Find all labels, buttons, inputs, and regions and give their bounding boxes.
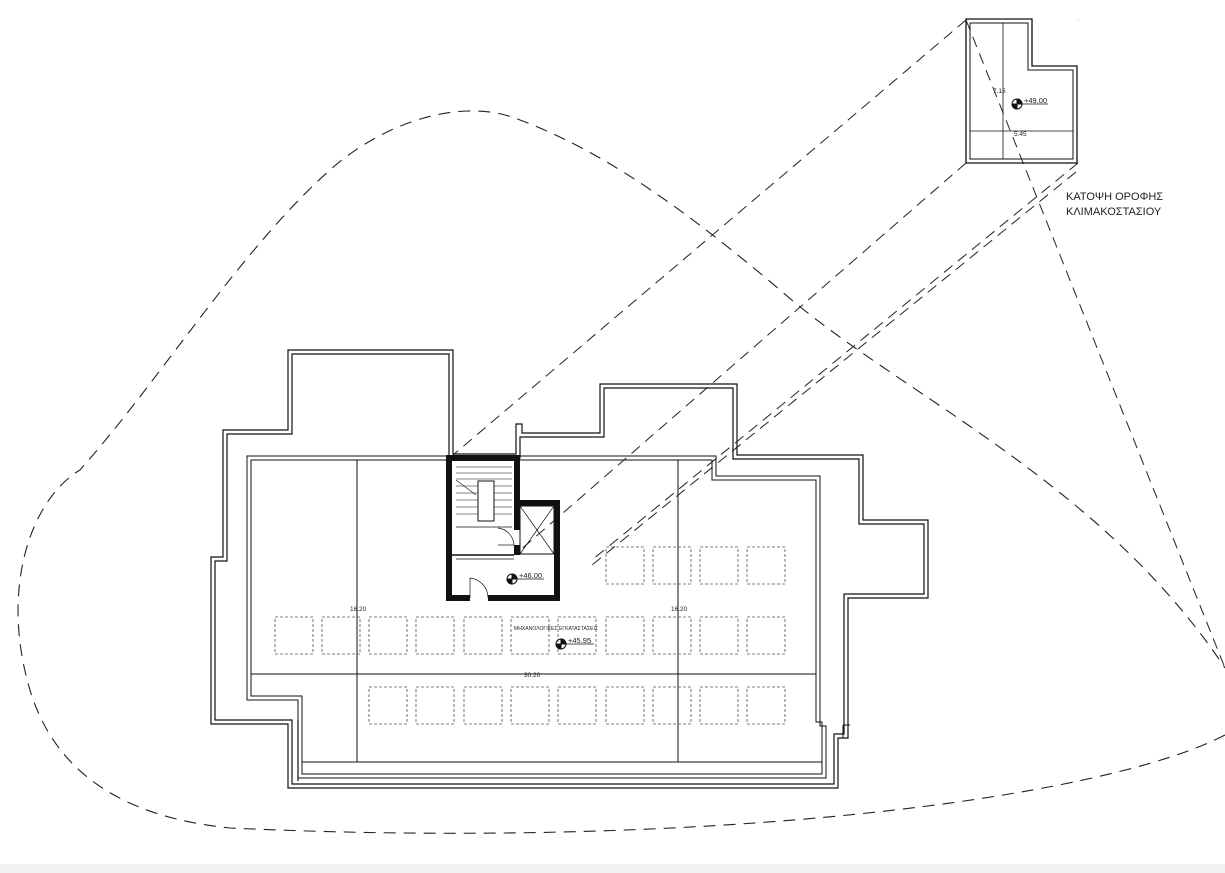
stair-core [446,455,560,601]
stair-roof-plan [965,18,1078,164]
roof-level-marker [555,638,594,650]
roof-dim-horizontal: 5.45 [1014,131,1027,138]
equipment-unit [321,616,361,655]
equipment-unit [605,616,645,655]
equipment-grid [274,546,786,725]
equipment-unit [746,546,786,585]
equipment-unit [605,546,645,585]
roof-level-label-main: +45.95 [568,636,591,645]
roof-plan-title-line2: ΚΛΙΜΑΚΟΣΤΑΣΙΟΥ [1066,206,1162,218]
stair-level-label: +46.00 [519,571,542,580]
bottom-strip [0,864,1225,873]
equipment-unit [510,616,550,655]
dim-total: 30.20 [524,672,541,679]
equipment-unit [415,686,455,725]
equipment-unit [557,686,597,725]
equipment-unit [510,686,550,725]
equipment-unit [415,616,455,655]
equipment-unit [557,616,597,655]
dim-right: 16.20 [671,606,688,613]
projection-lines-cross [591,19,1225,669]
roof-level-label: +49.00 [1024,96,1047,105]
inner-parapet [246,455,850,779]
equipment-unit [652,546,692,585]
equipment-unit [699,686,739,725]
roof-dim-vertical: 7.15 [993,88,1006,95]
equipment-unit [699,546,739,585]
projection-lines [452,19,1079,561]
equipment-unit [652,686,692,725]
roof-plan-title-line1: ΚΑΤΟΨΗ ΟΡΟΦΗΣ [1066,191,1163,203]
equipment-label: ΜΗΧΑΝΟΛΟΓΙΚΕΣ ΕΓΚΑΤΑΣΤΑΣΕΙΣ [514,626,598,632]
equipment-unit [274,616,314,655]
equipment-unit [746,616,786,655]
equipment-unit [746,686,786,725]
equipment-unit [699,616,739,655]
site-boundary-dashed [17,110,1225,834]
equipment-unit [652,616,692,655]
equipment-unit [368,616,408,655]
equipment-unit [605,686,645,725]
equipment-unit [463,686,503,725]
equipment-unit [463,616,503,655]
dim-left: 16.20 [350,606,367,613]
equipment-unit [368,686,408,725]
